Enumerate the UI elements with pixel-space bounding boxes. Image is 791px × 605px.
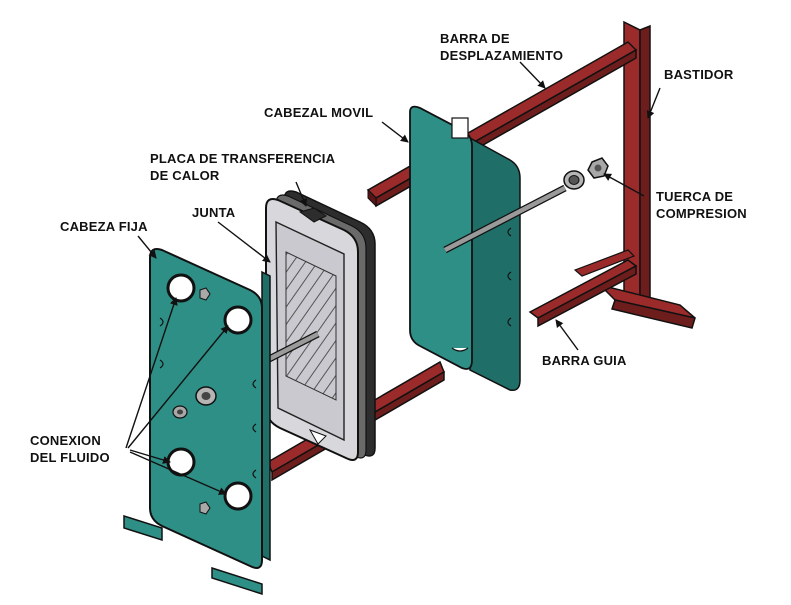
label-barra-desplazamiento: BARRA DE DESPLAZAMIENTO <box>440 31 564 63</box>
arrow-barra-guia <box>555 319 579 351</box>
arrow-junta <box>217 221 271 263</box>
arrow-conexion-2 <box>127 325 229 449</box>
label-barra-guia: BARRA GUIA <box>542 353 627 368</box>
arrow-placa-transferencia <box>295 181 307 207</box>
arrow-conexion-3 <box>129 449 171 464</box>
compression-nuts <box>563 157 609 190</box>
movable-head <box>409 105 521 392</box>
label-bastidor: BASTIDOR <box>664 67 734 82</box>
frame-foot-side <box>611 299 696 329</box>
label-junta: JUNTA <box>192 205 236 220</box>
fixed-head <box>123 248 271 596</box>
arrow-cabeza-fija <box>137 235 157 259</box>
arrow-conexion-4 <box>129 451 227 495</box>
label-tuerca-compresion: TUERCA DE COMPRESION <box>656 189 747 221</box>
arrow-cabezal-movil <box>381 121 409 143</box>
label-conexion-fluido: CONEXION DEL FLUIDO <box>30 433 110 465</box>
tie-rod-right <box>443 184 567 254</box>
arrow-conexion-1 <box>125 297 178 449</box>
arrow-bastidor <box>646 87 661 119</box>
arrow-tuerca <box>603 173 645 197</box>
label-placa-transferencia: PLACA DE TRANSFERENCIA DE CALOR <box>150 151 336 183</box>
frame-column <box>597 20 696 329</box>
label-cabezal-movil: CABEZAL MOVIL <box>264 105 374 120</box>
arrow-barra-desplazamiento <box>519 61 546 89</box>
frame-post-side <box>639 24 651 307</box>
guide-bar <box>528 249 638 328</box>
leader-lines <box>125 61 661 495</box>
label-cabeza-fija: CABEZA FIJA <box>60 219 148 234</box>
plate-pack <box>265 190 376 461</box>
